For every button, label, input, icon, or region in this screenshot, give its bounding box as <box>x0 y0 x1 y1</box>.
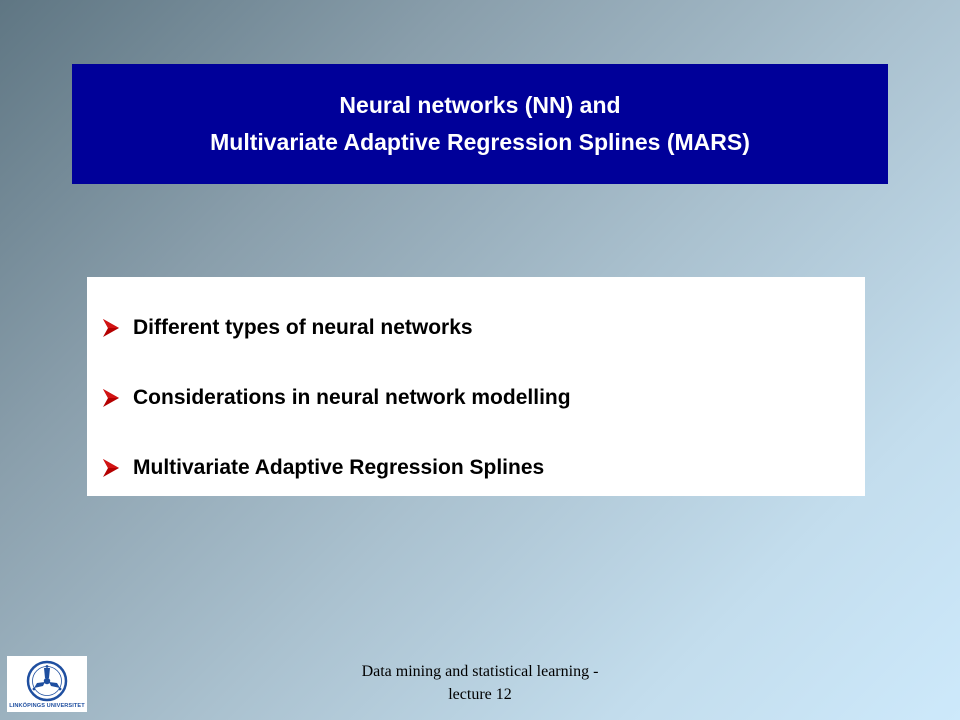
bullet-text: Multivariate Adaptive Regression Splines <box>133 456 545 479</box>
university-logo-icon <box>9 660 85 711</box>
bullet-text: Considerations in neural network modelli… <box>133 386 571 409</box>
title-line-1: Neural networks (NN) and <box>339 92 621 118</box>
slide-title: Neural networks (NN) and Multivariate Ad… <box>72 64 888 184</box>
bullet-item: Multivariate Adaptive Regression Splines <box>102 456 544 480</box>
footer-line-2: lecture 12 <box>448 686 512 703</box>
slide-footer: Data mining and statistical learning - l… <box>330 660 630 706</box>
bullet-item: Different types of neural networks <box>102 316 473 340</box>
bullet-item: Considerations in neural network modelli… <box>102 386 571 410</box>
footer-line-1: Data mining and statistical learning - <box>361 663 599 680</box>
bullet-list: Different types of neural networks Consi… <box>87 277 865 496</box>
bullet-text: Different types of neural networks <box>133 316 473 339</box>
arrowhead-bullet-icon <box>103 319 119 337</box>
title-line-2: Multivariate Adaptive Regression Splines… <box>210 129 750 155</box>
arrowhead-bullet-icon <box>103 459 119 477</box>
arrowhead-bullet-icon <box>103 389 119 407</box>
university-logo: LINKÖPINGS UNIVERSITET <box>7 656 87 712</box>
logo-text: LINKÖPINGS UNIVERSITET <box>9 703 85 709</box>
